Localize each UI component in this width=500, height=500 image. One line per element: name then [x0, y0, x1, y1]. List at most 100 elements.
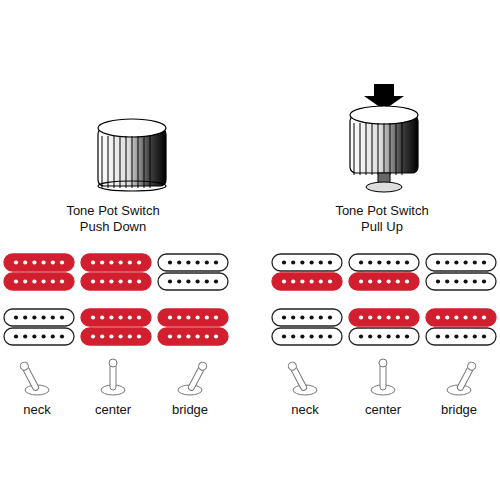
pole-dot	[196, 334, 200, 338]
pole-dot	[137, 260, 141, 264]
switch-lever	[455, 361, 477, 392]
lever-tip	[19, 361, 30, 372]
position-label: bridge	[172, 402, 208, 417]
pole-dot	[119, 315, 123, 319]
pole-dot	[473, 260, 477, 264]
pole-dot	[482, 279, 486, 283]
pickup-coil	[158, 273, 228, 290]
pole-dot	[291, 334, 295, 338]
pickup-coil	[426, 309, 496, 326]
pole-dot	[214, 334, 218, 338]
pole-dot	[51, 334, 55, 338]
pole-dot	[464, 279, 468, 283]
pole-dot	[282, 334, 286, 338]
knurl-line	[150, 136, 151, 188]
pole-dot	[14, 260, 18, 264]
pole-dot	[310, 279, 314, 283]
pole-dot	[14, 315, 18, 319]
pole-dot	[214, 315, 218, 319]
pole-dot	[32, 260, 36, 264]
knurl-line	[114, 136, 115, 188]
pole-dot	[91, 315, 95, 319]
pole-dot	[359, 334, 363, 338]
pole-dot	[214, 279, 218, 283]
pickup-coil	[4, 328, 74, 345]
pole-dot	[137, 279, 141, 283]
knurl-line	[396, 123, 397, 175]
pole-dot	[396, 260, 400, 264]
pole-dot	[100, 279, 104, 283]
switch-lever	[109, 359, 117, 390]
pole-dot	[377, 260, 381, 264]
pole-dot	[328, 279, 332, 283]
pole-dot	[51, 315, 55, 319]
lever-tip	[109, 359, 117, 367]
pole-dot	[473, 279, 477, 283]
pole-dot	[310, 260, 314, 264]
knurl-line	[354, 123, 355, 175]
pole-dot	[23, 334, 27, 338]
pole-dot	[186, 279, 190, 283]
pole-dot	[482, 315, 486, 319]
lever-shaft	[380, 364, 386, 390]
switch-lever	[287, 361, 309, 392]
pole-dot	[32, 315, 36, 319]
pole-dot	[168, 279, 172, 283]
pole-dot	[359, 315, 363, 319]
pole-dot	[109, 260, 113, 264]
pickup-coil	[4, 254, 74, 271]
pole-dot	[464, 334, 468, 338]
pole-dot	[32, 334, 36, 338]
pole-dot	[109, 279, 113, 283]
pole-dot	[368, 260, 372, 264]
knurl-line	[366, 123, 367, 175]
pole-dot	[473, 315, 477, 319]
pole-dot	[319, 315, 323, 319]
knurl-line	[402, 123, 403, 175]
pole-dot	[368, 334, 372, 338]
pole-dot	[60, 279, 64, 283]
switch-title: Tone Pot Switch	[66, 203, 159, 218]
pole-dot	[128, 260, 132, 264]
position-label: center	[95, 402, 131, 417]
pole-dot	[119, 334, 123, 338]
switch-lever	[186, 361, 208, 392]
pole-dot	[168, 260, 172, 264]
knurl-line	[360, 123, 361, 175]
pole-dot	[387, 315, 391, 319]
switch-lever	[19, 361, 41, 392]
pickup-coil	[81, 273, 151, 290]
pole-dot	[23, 279, 27, 283]
pickup-coil	[81, 309, 151, 326]
pickup-coil	[349, 309, 419, 326]
pole-dot	[177, 260, 181, 264]
lever-tip	[287, 361, 298, 372]
pole-dot	[177, 279, 181, 283]
knurl-line	[132, 136, 133, 188]
pole-dot	[60, 334, 64, 338]
position-label: center	[365, 402, 401, 417]
pickup-coil	[158, 309, 228, 326]
lever-tip	[379, 359, 387, 367]
pole-dot	[119, 279, 123, 283]
pole-dot	[42, 315, 46, 319]
lever-shaft	[110, 364, 116, 390]
pole-dot	[482, 334, 486, 338]
pole-dot	[464, 260, 468, 264]
pole-dot	[42, 260, 46, 264]
pole-dot	[328, 334, 332, 338]
pole-dot	[23, 260, 27, 264]
pole-dot	[436, 279, 440, 283]
knurl-line	[390, 123, 391, 175]
selector-switches	[19, 359, 477, 395]
pole-dot	[359, 260, 363, 264]
pickup-coil	[158, 328, 228, 345]
pole-dot	[436, 334, 440, 338]
pole-dot	[454, 279, 458, 283]
pickup-coil	[272, 254, 342, 271]
pole-dot	[91, 279, 95, 283]
pickup-coil	[81, 328, 151, 345]
pole-dot	[328, 260, 332, 264]
